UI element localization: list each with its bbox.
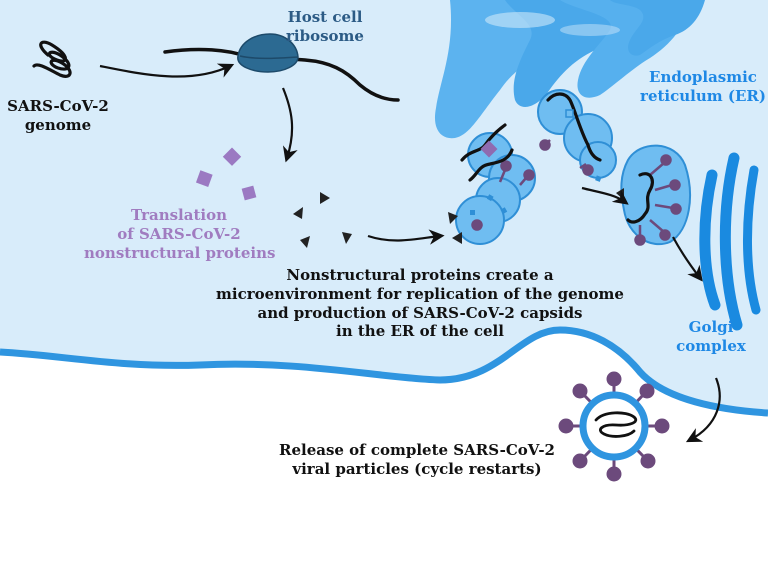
translation-label-line-2: of SARS-CoV-2 — [117, 224, 241, 243]
genome-label: SARS-CoV-2 genome — [4, 97, 112, 135]
ribosome-label: Host cell ribosome — [270, 8, 380, 46]
flow-arrows — [99, 63, 721, 443]
microenvironment-label-line-3: and production of SARS-CoV-2 capsids — [257, 303, 583, 322]
endoplasmic-reticulum — [434, 0, 705, 139]
er-label-line-2: reticulum (ER) — [640, 86, 766, 105]
vesicle-spike-proteins — [471, 139, 682, 246]
translated-proteins — [195, 147, 257, 201]
ribosome-label-line-1: Host cell — [287, 8, 363, 26]
translation-label-line-3: nonstructural proteins — [84, 243, 276, 262]
er-label: Endoplasmic reticulum (ER) — [640, 68, 766, 106]
er-marker — [565, 109, 574, 118]
genome-label-line-1: SARS-CoV-2 — [7, 97, 109, 115]
er-label-line-1: Endoplasmic — [649, 68, 757, 86]
ribosome-icon — [163, 33, 400, 102]
release-label-line-1: Release of complete SARS-CoV-2 — [279, 441, 555, 459]
microenvironment-label: Nonstructural proteins create a microenv… — [210, 266, 630, 341]
release-label: Release of complete SARS-CoV-2 viral par… — [272, 441, 562, 479]
microenvironment-label-line-2: microenvironment for replication of the … — [216, 284, 624, 303]
er-protein-marker — [480, 140, 498, 158]
golgi-complex — [699, 152, 761, 331]
microenvironment-label-line-4: in the ER of the cell — [336, 322, 504, 341]
golgi-label-line-1: Golgi — [688, 318, 734, 336]
nonstructural-protein-triangles — [293, 188, 624, 248]
rna-coil-icon — [32, 40, 72, 78]
golgi-label-line-2: complex — [676, 336, 746, 355]
genome-label-line-2: genome — [24, 115, 92, 134]
microenvironment-label-line-1: Nonstructural proteins create a — [286, 266, 554, 284]
translation-label-line-1: Translation — [131, 206, 227, 224]
virus-particle-icon — [558, 371, 670, 482]
release-label-line-2: viral particles (cycle restarts) — [292, 459, 542, 478]
vesicle-fragments — [470, 175, 602, 215]
translation-label: Translation of SARS-CoV-2 nonstructural … — [84, 206, 276, 262]
golgi-label: Golgi complex — [676, 318, 746, 356]
ribosome-label-line-2: ribosome — [286, 26, 364, 45]
cell-membrane — [0, 326, 768, 417]
